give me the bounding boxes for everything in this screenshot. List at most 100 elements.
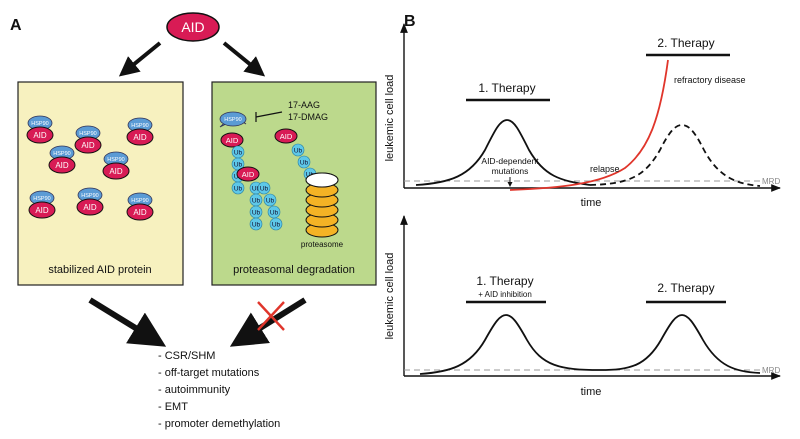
top-y-label: leukemic cell load xyxy=(384,75,396,162)
aid-label: AID xyxy=(83,203,97,212)
hsp90-label: HSP90 xyxy=(107,157,124,163)
proteasome xyxy=(305,172,339,238)
bottom-x-label: time xyxy=(581,386,602,398)
degradation-caption: proteasomal degradation xyxy=(233,264,355,276)
hsp90-label: HSP90 xyxy=(31,121,48,127)
ubiquitin: Ub xyxy=(249,205,263,219)
top-refractory-label: refractory disease xyxy=(674,75,746,85)
outcome-item: - off-target mutations xyxy=(158,367,260,379)
red-cross xyxy=(257,301,285,331)
aid-label: AID xyxy=(242,170,255,179)
hsp90-label: HSP90 xyxy=(53,151,70,157)
aid-label: AID xyxy=(133,208,147,217)
ub-label: Ub xyxy=(294,148,303,155)
bottom-therapy1-sub: + AID inhibition xyxy=(478,290,532,299)
proteasome-label: proteasome xyxy=(301,240,344,249)
ubiquitin: Ub xyxy=(231,181,245,195)
bottom-double-peak-curve xyxy=(419,314,761,375)
aid-label: AID xyxy=(226,136,239,145)
inhibition-line xyxy=(255,111,283,118)
aid-label: AID xyxy=(109,167,123,176)
aid-molecule: AID xyxy=(236,166,260,182)
ub-label: Ub xyxy=(252,210,261,217)
aid-molecule: AID xyxy=(274,128,298,144)
ub-label: Ub xyxy=(234,150,243,157)
arrow-to-stabilized xyxy=(118,41,162,77)
top-mutations-label: mutations xyxy=(492,166,529,176)
hsp90-label: HSP90 xyxy=(81,193,98,199)
ubiquitin: Ub xyxy=(249,217,263,231)
hsp90-label: HSP90 xyxy=(131,198,148,204)
ub-label: Ub xyxy=(252,186,261,193)
aid-label: AID xyxy=(55,161,69,170)
arrow-stabilized-to-outcomes xyxy=(88,297,167,347)
bottom-therapy2-label: 2. Therapy xyxy=(657,281,714,295)
ub-label: Ub xyxy=(300,160,309,167)
top-relapse-label: relapse xyxy=(590,164,620,174)
ubiquitin: Ub xyxy=(269,217,283,231)
ub-label: Ub xyxy=(266,198,275,205)
inhibited-hsp90: HSP90 xyxy=(219,111,247,128)
outcome-item: - EMT xyxy=(158,401,188,413)
top-refractory-curve xyxy=(509,59,669,191)
top-aid-dependent-label: AID-dependent xyxy=(481,156,539,166)
aid-label: AID xyxy=(81,141,95,150)
aid-label: AID xyxy=(35,206,49,215)
inhibitor-17-dmag: 17-DMAG xyxy=(288,112,328,122)
ubiquitin: Ub xyxy=(297,155,311,169)
outcome-item: - CSR/SHM xyxy=(158,350,215,362)
ubiquitin: Ub xyxy=(291,143,305,157)
ubiquitin: Ub xyxy=(267,205,281,219)
top-x-label: time xyxy=(581,197,602,209)
outcomes-list: - CSR/SHM - off-target mutations - autoi… xyxy=(158,350,280,430)
ubiquitin: Ub xyxy=(263,193,277,207)
ub-label: Ub xyxy=(272,222,281,229)
ub-label: Ub xyxy=(234,162,243,169)
stabilized-caption: stabilized AID protein xyxy=(48,264,151,276)
outcome-item: - autoimmunity xyxy=(158,384,231,396)
hsp90-label: HSP90 xyxy=(131,123,148,129)
panel-b-label: B xyxy=(404,13,416,30)
bottom-mrd-label: MRD xyxy=(762,366,780,375)
hsp90-label: HSP90 xyxy=(33,196,50,202)
ub-label: Ub xyxy=(252,222,261,229)
bottom-y-label: leukemic cell load xyxy=(384,253,396,340)
arrow-degradation-to-outcomes xyxy=(229,297,307,347)
ub-label: Ub xyxy=(252,198,261,205)
aid-source-label: AID xyxy=(181,19,204,35)
arrow-to-degradation xyxy=(222,41,266,77)
ubiquitin-chains: AIDUbUbUbUbAIDUbUbUbUbUbAIDUbUbUbUbUbUbU… xyxy=(220,128,327,231)
inhibited-hsp90-label: HSP90 xyxy=(224,117,241,123)
top-first-peak-curve xyxy=(415,119,591,186)
aid-label: AID xyxy=(280,132,293,141)
aid-label: AID xyxy=(133,133,147,142)
ub-label: Ub xyxy=(270,210,279,217)
stabilized-box xyxy=(17,81,184,286)
aid-source: AID xyxy=(166,12,220,42)
ubiquitin: Ub xyxy=(257,181,271,195)
top-mrd-label: MRD xyxy=(762,177,780,186)
ubiquitin: Ub xyxy=(249,193,263,207)
aid-label: AID xyxy=(33,131,47,140)
ub-label: Ub xyxy=(234,186,243,193)
hsp90-label: HSP90 xyxy=(79,131,96,137)
aid-molecule: AID xyxy=(220,132,244,148)
bottom-therapy1-label: 1. Therapy xyxy=(476,274,533,288)
ub-label: Ub xyxy=(260,186,269,193)
top-therapy1-label: 1. Therapy xyxy=(478,81,535,95)
bottom-graph: leukemic cell load time MRD 1. Therapy +… xyxy=(384,215,781,398)
top-graph: leukemic cell load time MRD 1. Therapy 2… xyxy=(384,23,781,209)
panel-a-label: A xyxy=(10,17,22,34)
top-therapy2-label: 2. Therapy xyxy=(657,36,714,50)
inhibitor-17-aag: 17-AAG xyxy=(288,100,320,110)
